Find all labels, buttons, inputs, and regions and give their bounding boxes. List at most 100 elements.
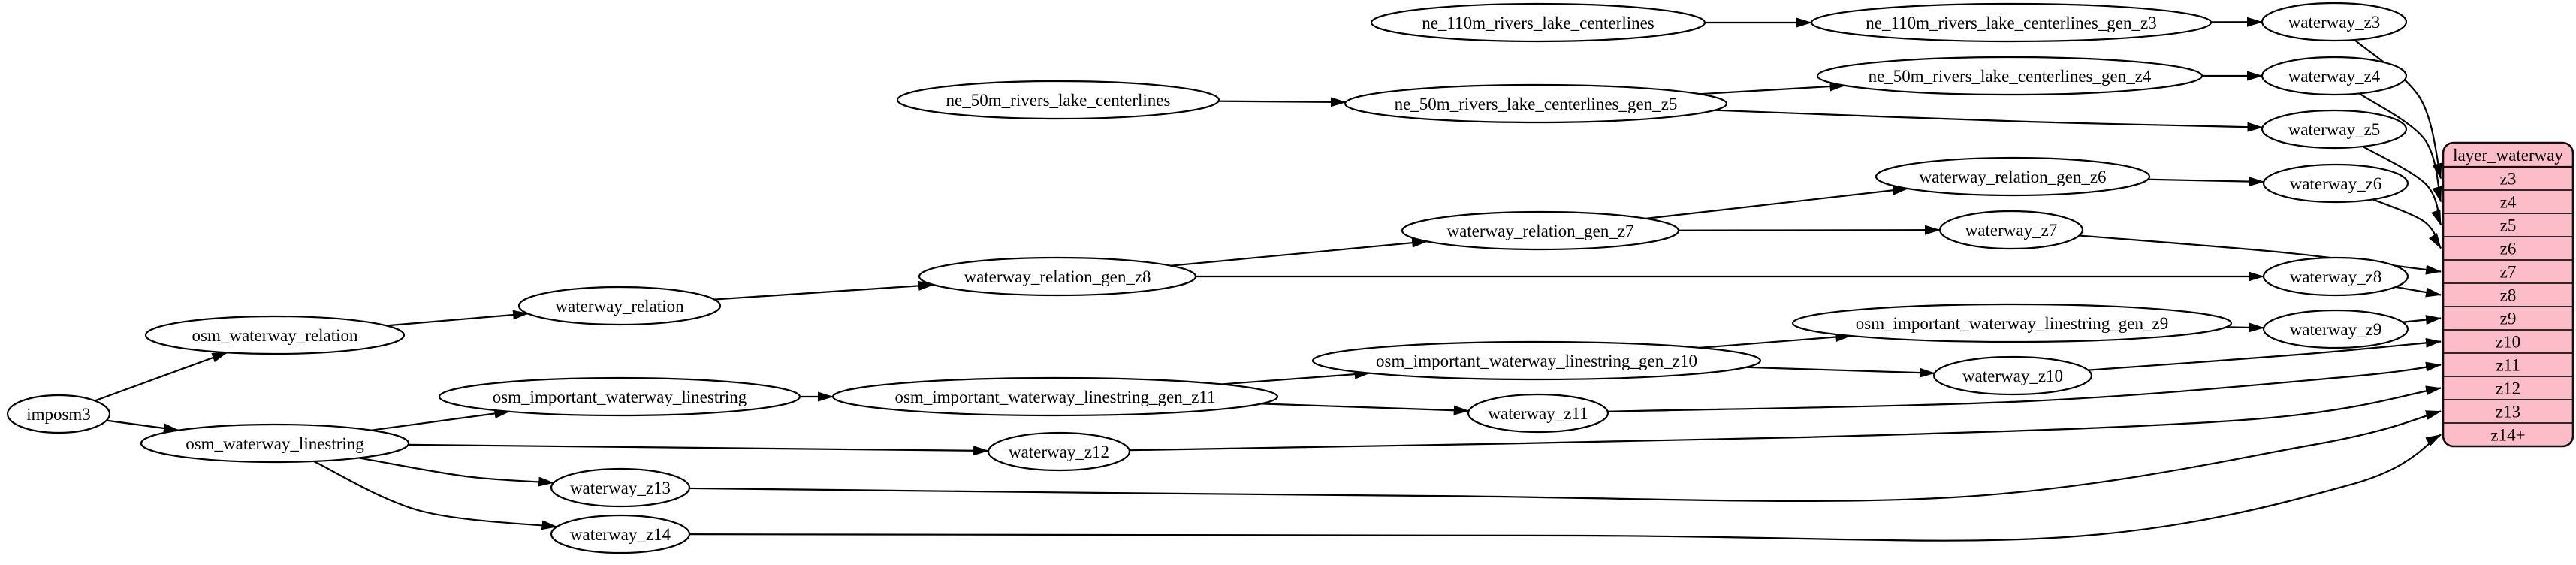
- edge-waterway_z6-to-layer_waterway-z6: [2372, 198, 2442, 249]
- waterway_z8-ellipse: [2262, 256, 2409, 297]
- edge-waterway_z3-to-layer_waterway-z3: [2354, 39, 2442, 180]
- node-waterway_relation: waterway_relation: [517, 286, 722, 326]
- node-waterway_z9: waterway_z9: [2262, 309, 2409, 349]
- ne_110m_rivers_lake_centerlines_gen_z3-ellipse: [1810, 2, 2213, 43]
- node-waterway_z14: waterway_z14: [550, 514, 691, 554]
- table-row-z13: z13: [2496, 403, 2520, 421]
- waterway_z5-ellipse: [2261, 109, 2408, 150]
- edge-waterway_relation_gen_z6-to-waterway_z6: [2147, 177, 2265, 187]
- edge-waterway_relation-to-waterway_relation_gen_z8: [714, 280, 934, 301]
- ne_110m_rivers_lake_centerlines-ellipse: [1370, 2, 1706, 43]
- node-waterway_z5: waterway_z5: [2261, 109, 2408, 150]
- imposm3-ellipse: [6, 394, 111, 434]
- waterway_z11-label: waterway_z11: [1488, 404, 1588, 423]
- waterway_z12-ellipse: [987, 431, 1131, 472]
- edge-waterway_z4-to-layer_waterway-z4: [2358, 92, 2442, 203]
- ne_50m_rivers_lake_centerlines_gen_z4-ellipse: [1816, 56, 2203, 96]
- nodes-layer: imposm3 osm_waterway_relation osm_waterway…: [6, 2, 2409, 554]
- edge-waterway_z10-to-layer_waterway-z10: [2088, 337, 2442, 371]
- edge-waterway_z8-to-layer_waterway-z8: [2395, 286, 2442, 298]
- node-ne_50m_rivers_lake_centerlines_gen_z5: ne_50m_rivers_lake_centerlines_gen_z5: [1344, 83, 1728, 124]
- table-row-z14+: z14+: [2490, 426, 2525, 445]
- waterway_z11-ellipse: [1467, 393, 1609, 434]
- node-waterway_z7: waterway_z7: [1938, 210, 2084, 250]
- waterway_z10-label: waterway_z10: [1962, 367, 2063, 385]
- osm_important_waterway_linestring_gen_z9-ellipse: [1791, 303, 2233, 343]
- waterway_relation-ellipse: [517, 286, 722, 326]
- edge-osm_important_waterway_linestring_gen_z9-to-waterway_z9: [2226, 322, 2265, 333]
- osm_waterway_relation-label: osm_waterway_relation: [192, 326, 358, 345]
- edge-osm_important_waterway_linestring_gen_z11-to-osm_important_waterway_linestring_gen_z10: [1221, 369, 1371, 385]
- table-row-z9: z9: [2500, 310, 2517, 328]
- table-row-z6: z6: [2500, 240, 2517, 258]
- edges-layer: [94, 17, 2442, 542]
- node-ne_50m_rivers_lake_centerlines: ne_50m_rivers_lake_centerlines: [896, 80, 1220, 120]
- osm_waterway_linestring-label: osm_waterway_linestring: [186, 434, 364, 453]
- edge-waterway_z7-to-layer_waterway-z7: [2079, 234, 2442, 275]
- waterway_relation_gen_z7-label: waterway_relation_gen_z7: [1446, 222, 1633, 240]
- edge-osm_waterway_linestring-to-waterway_z14: [313, 460, 558, 530]
- edge-imposm3-to-osm_waterway_linestring: [106, 419, 179, 434]
- node-waterway_relation_gen_z8: waterway_relation_gen_z8: [918, 256, 1197, 297]
- edge-osm_important_waterway_linestring_gen_z10-to-waterway_z10: [1745, 366, 1935, 378]
- waterway_z9-label: waterway_z9: [2290, 320, 2382, 339]
- node-waterway_z6: waterway_z6: [2262, 163, 2409, 204]
- osm_important_waterway_linestring-label: osm_important_waterway_linestring: [493, 388, 747, 406]
- edge-waterway_relation_gen_z7-to-waterway_relation_gen_z6: [1645, 185, 1909, 219]
- edge-osm_waterway_relation-to-waterway_relation: [386, 310, 529, 327]
- edge-ne_50m_rivers_lake_centerlines_gen_z5-to-waterway_z5: [1714, 109, 2264, 132]
- node-osm_important_waterway_linestring_gen_z9: osm_important_waterway_linestring_gen_z9: [1791, 303, 2233, 343]
- node-waterway_z3: waterway_z3: [2261, 2, 2408, 42]
- ne_50m_rivers_lake_centerlines-ellipse: [896, 80, 1220, 120]
- ne_110m_rivers_lake_centerlines_gen_z3-label: ne_110m_rivers_lake_centerlines_gen_z3: [1866, 14, 2156, 32]
- node-imposm3: imposm3: [6, 394, 111, 434]
- node-osm_waterway_linestring: osm_waterway_linestring: [140, 423, 410, 464]
- waterway_z13-label: waterway_z13: [570, 479, 671, 497]
- node-ne_110m_rivers_lake_centerlines_gen_z3: ne_110m_rivers_lake_centerlines_gen_z3: [1810, 2, 2213, 43]
- waterway_z7-ellipse: [1938, 210, 2084, 250]
- table-layer_waterway: layer_waterwayz3z4z5z6z7z8z9z10z11z12z13…: [2442, 141, 2574, 448]
- waterway_z3-ellipse: [2261, 2, 2408, 42]
- ne_50m_rivers_lake_centerlines_gen_z5-label: ne_50m_rivers_lake_centerlines_gen_z5: [1395, 95, 1678, 113]
- node-ne_110m_rivers_lake_centerlines: ne_110m_rivers_lake_centerlines: [1370, 2, 1706, 43]
- edge-waterway_z11-to-layer_waterway-z11: [1607, 361, 2442, 412]
- table-row-z8: z8: [2500, 286, 2517, 305]
- edge-waterway_relation_gen_z7-to-waterway_z7: [1678, 225, 1941, 235]
- waterway_z6-ellipse: [2262, 163, 2409, 204]
- edge-ne_50m_rivers_lake_centerlines-to-ne_50m_rivers_lake_centerlines_gen_z5: [1218, 97, 1347, 107]
- osm_important_waterway_linestring-ellipse: [438, 376, 801, 417]
- node-waterway_z12: waterway_z12: [987, 431, 1131, 472]
- node-waterway_relation_gen_z6: waterway_relation_gen_z6: [1875, 156, 2151, 197]
- table-row-z5: z5: [2500, 216, 2517, 235]
- waterway_z6-label: waterway_z6: [2290, 174, 2382, 193]
- ne_50m_rivers_lake_centerlines_gen_z4-label: ne_50m_rivers_lake_centerlines_gen_z4: [1869, 67, 2152, 86]
- osm_waterway_linestring-ellipse: [140, 423, 410, 464]
- edge-waterway_z5-to-layer_waterway-z5: [2362, 145, 2442, 226]
- osm_important_waterway_linestring_gen_z9-label: osm_important_waterway_linestring_gen_z9: [1856, 314, 2168, 333]
- edge-osm_waterway_linestring-to-waterway_z12: [408, 443, 990, 456]
- waterway_z8-label: waterway_z8: [2290, 267, 2382, 286]
- osm_important_waterway_linestring_gen_z11-ellipse: [831, 376, 1279, 417]
- waterway_z3-label: waterway_z3: [2288, 13, 2381, 32]
- osm_important_waterway_linestring_gen_z10-label: osm_important_waterway_linestring_gen_z1…: [1376, 352, 1697, 370]
- edge-osm_waterway_linestring-to-osm_important_waterway_linestring: [371, 409, 511, 431]
- edge-waterway_z13-to-layer_waterway-z13: [689, 410, 2442, 503]
- waterway_z10-ellipse: [1932, 355, 2093, 396]
- node-waterway_z11: waterway_z11: [1467, 393, 1609, 434]
- node-osm_waterway_relation: osm_waterway_relation: [144, 315, 406, 355]
- osm_waterway_relation-ellipse: [144, 315, 406, 355]
- waterway_z14-label: waterway_z14: [570, 525, 671, 544]
- waterway_z13-ellipse: [550, 467, 691, 508]
- edge-waterway_z14-to-layer_waterway-z14+: [689, 434, 2442, 542]
- table-row-z12: z12: [2496, 379, 2520, 398]
- table-row-z10: z10: [2496, 333, 2520, 352]
- table-row-z11: z11: [2496, 356, 2520, 375]
- table-row-z4: z4: [2500, 193, 2517, 212]
- waterway_z4-ellipse: [2261, 56, 2408, 96]
- edge-waterway_z9-to-layer_waterway-z9: [2403, 315, 2442, 325]
- node-ne_50m_rivers_lake_centerlines_gen_z4: ne_50m_rivers_lake_centerlines_gen_z4: [1816, 56, 2203, 96]
- waterway_relation_gen_z6-ellipse: [1875, 156, 2151, 197]
- node-waterway_z8: waterway_z8: [2262, 256, 2409, 297]
- table-frame: [2442, 141, 2574, 448]
